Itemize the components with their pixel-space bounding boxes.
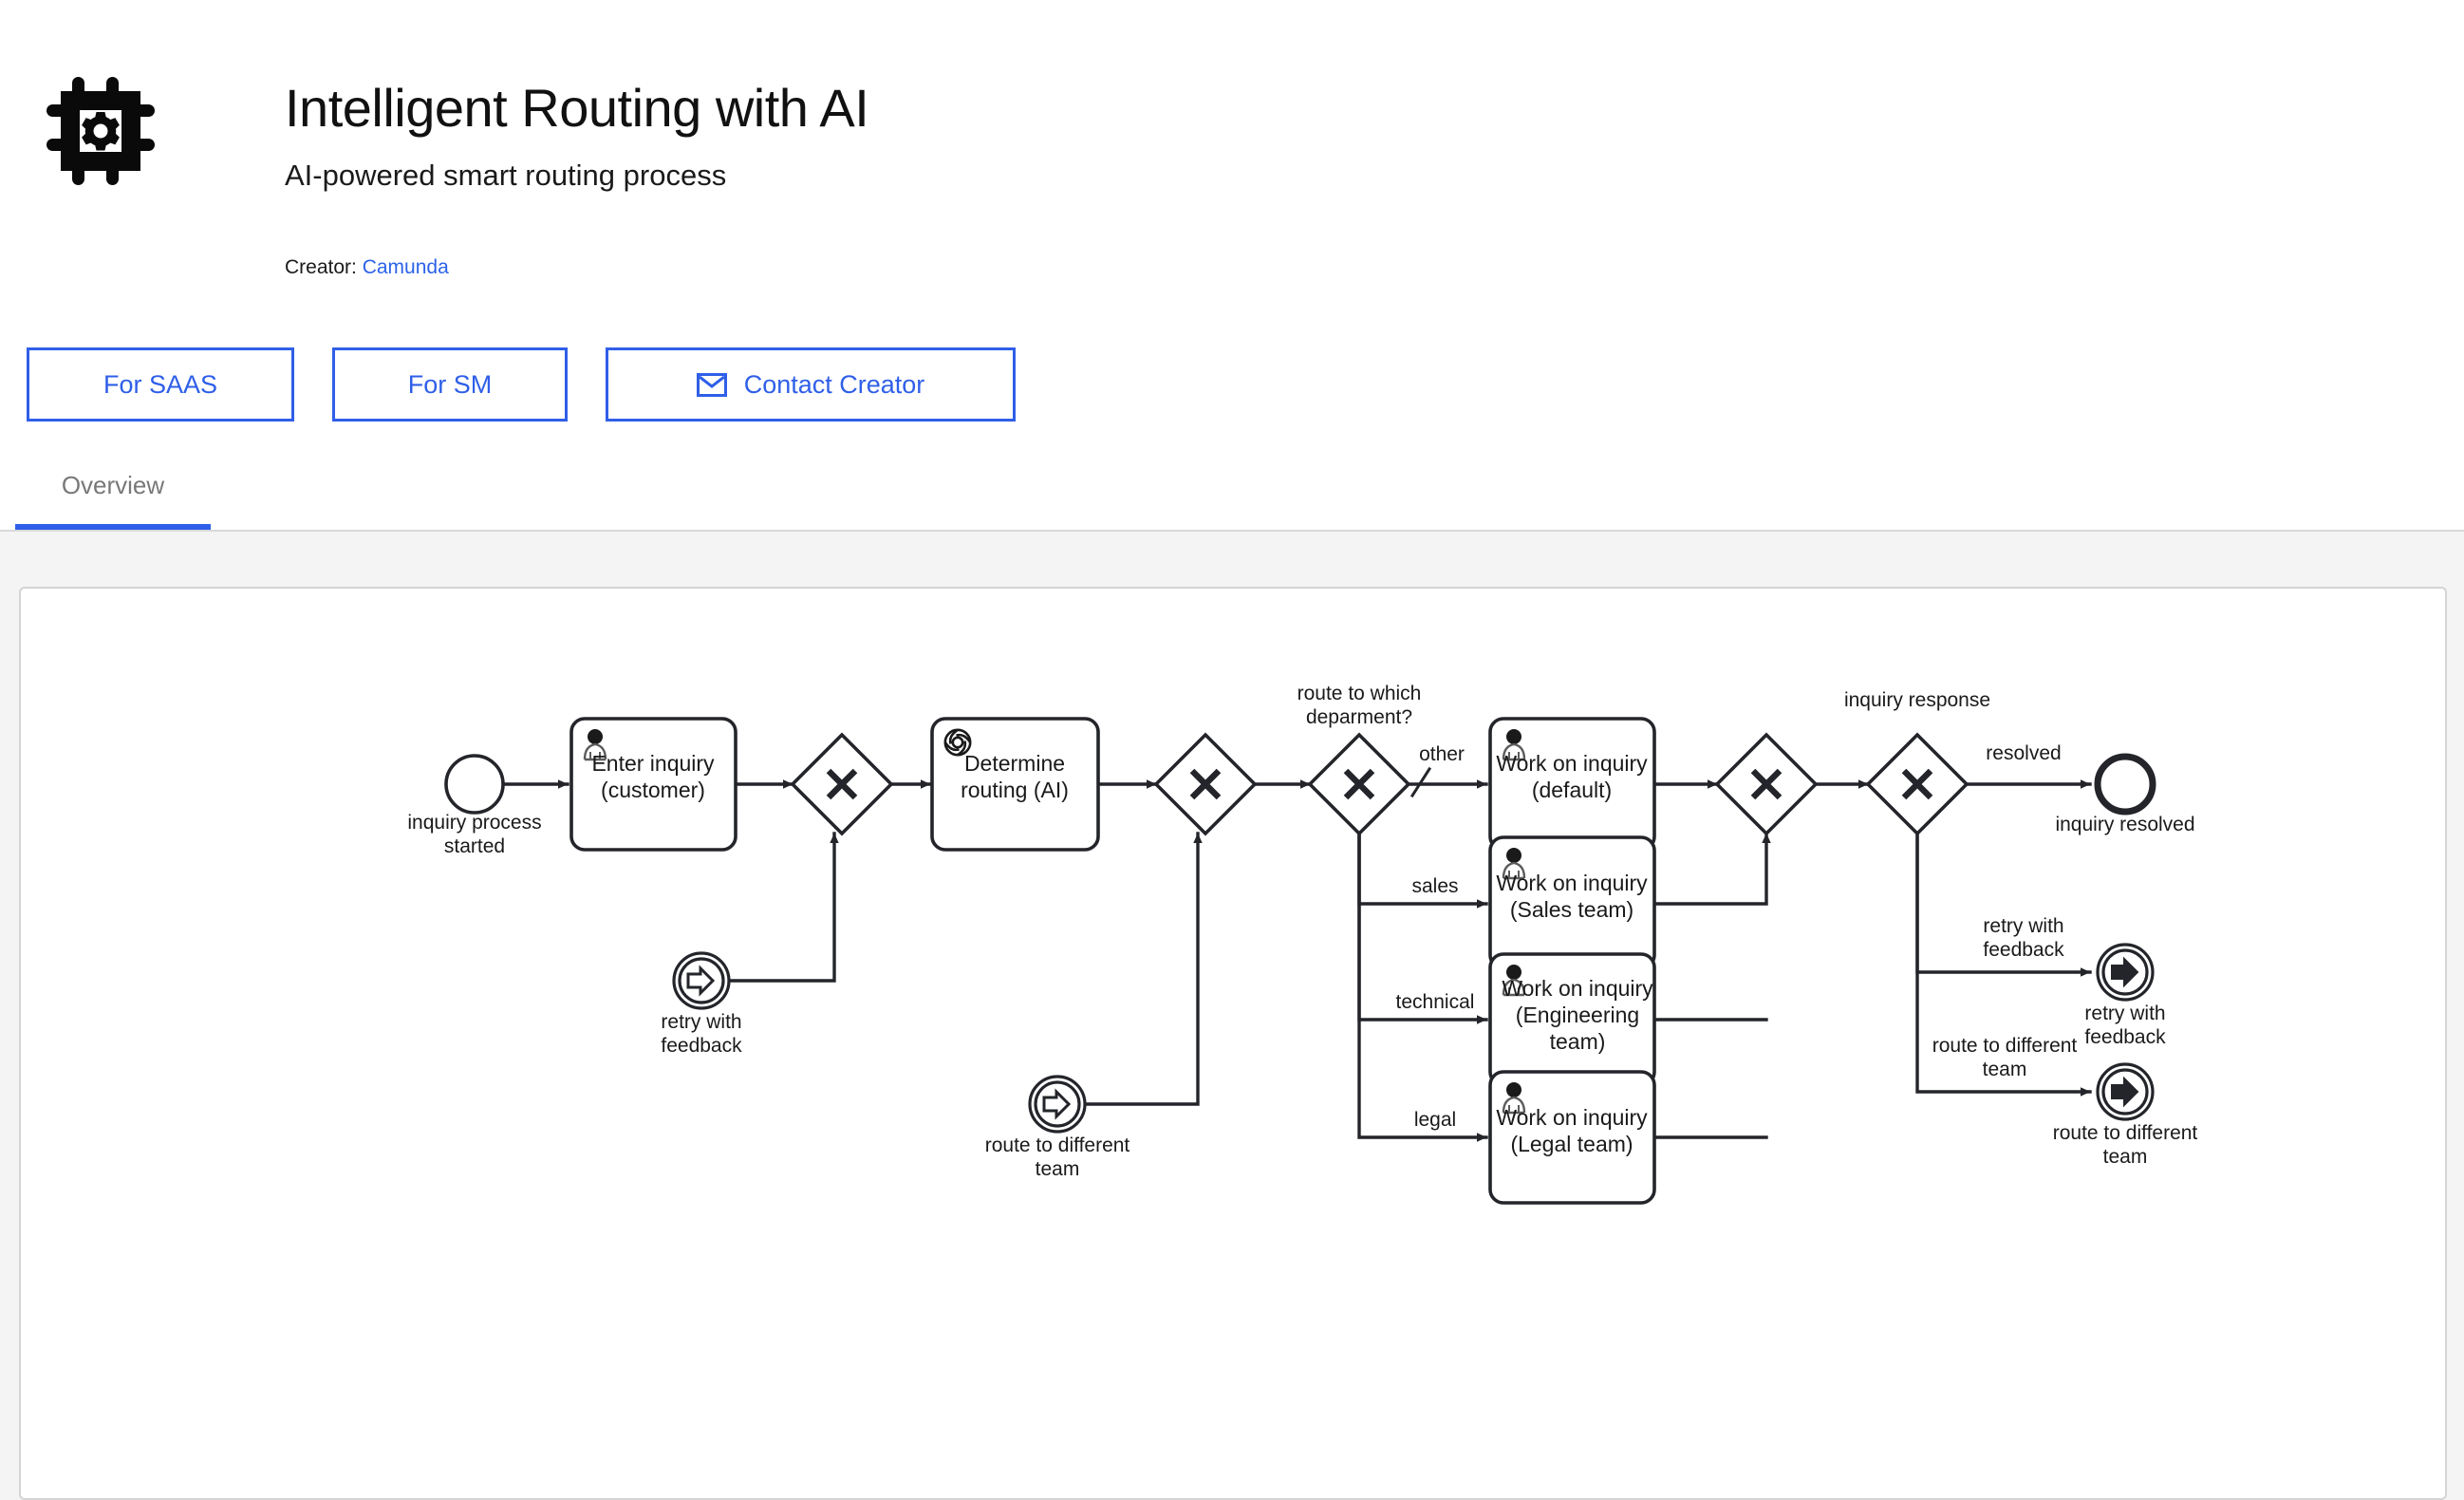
for-sm-button[interactable]: For SM <box>332 347 568 422</box>
escalation-route-left-label-line2: team <box>1036 1158 1080 1180</box>
escalation-event-route-left[interactable] <box>1028 1075 1087 1134</box>
action-button-row: For SAAS For SM Contact Creator <box>27 347 1016 422</box>
escalation-route-right-label-line1: route to different <box>2053 1122 2198 1144</box>
user-task-icon <box>1502 1082 1526 1115</box>
flow-label-legal: legal <box>1414 1109 1456 1131</box>
escalation-end-event-route-right[interactable] <box>2096 1062 2155 1121</box>
escalation-route-right-label-line2: team <box>2103 1146 2148 1168</box>
gateway-route-department[interactable] <box>1307 732 1411 836</box>
task-work-default-line2: (default) <box>1532 778 1612 802</box>
gateway-2[interactable] <box>1153 732 1258 836</box>
gateway-response-label: inquiry response <box>1844 689 1990 711</box>
mail-icon <box>696 372 727 397</box>
flow-label-other: other <box>1419 743 1465 765</box>
user-task-icon <box>1502 965 1526 997</box>
flow-label-sales: sales <box>1411 875 1458 897</box>
flow-label-route-team-2: team <box>1983 1059 2027 1080</box>
task-work-sales-line2: (Sales team) <box>1510 897 1633 922</box>
creator-line: Creator: Camunda <box>285 256 449 279</box>
task-work-engineering-line2: (Engineering <box>1516 1003 1639 1027</box>
creator-link[interactable]: Camunda <box>362 256 449 278</box>
flow-label-technical: technical <box>1396 991 1475 1013</box>
flow-label-retry-feedback-2: feedback <box>1983 939 2064 961</box>
user-task-icon <box>1502 848 1526 880</box>
gateway-route-label-line2: deparment? <box>1306 706 1412 728</box>
gateway-route-label-line1: route to which <box>1297 683 1422 704</box>
start-event[interactable] <box>444 754 505 815</box>
flow-label-retry-feedback-1: retry with <box>1983 915 2063 937</box>
contact-creator-button[interactable]: Contact Creator <box>606 347 1016 422</box>
flow-label-route-team-1: route to different <box>1932 1035 2078 1057</box>
task-enter-inquiry-line1: Enter inquiry <box>591 751 715 776</box>
task-work-engineering[interactable] <box>1488 952 1656 1087</box>
tab-bar: Overview <box>0 446 2464 532</box>
gateway-1[interactable] <box>790 732 894 836</box>
escalation-retry-right-label-line2: feedback <box>2084 1026 2166 1048</box>
contact-creator-label: Contact Creator <box>743 369 925 399</box>
escalation-retry-right-label-line1: retry with <box>2084 1003 2165 1024</box>
task-work-legal-line2: (Legal team) <box>1510 1132 1633 1156</box>
flow-gwroute-legal <box>1357 832 1488 1142</box>
task-determine-routing[interactable] <box>930 717 1100 852</box>
end-event-inquiry-resolved[interactable] <box>2094 753 2156 816</box>
flow-sales-to-join <box>1652 832 1771 906</box>
gateway-join[interactable] <box>1714 732 1819 836</box>
flow-response-route <box>1915 832 2092 1097</box>
bpmn-diagram[interactable]: inquiry process started Enter inquiry (c… <box>21 589 2445 1498</box>
for-sm-label: For SM <box>407 369 493 399</box>
escalation-end-event-retry-right[interactable] <box>2096 943 2155 1002</box>
end-event-label: inquiry resolved <box>2055 814 2194 835</box>
title-block: Intelligent Routing with AI AI-powered s… <box>285 78 869 193</box>
bpmn-diagram-card: inquiry process started Enter inquiry (c… <box>19 587 2447 1500</box>
escalation-retry-left-label-line1: retry with <box>661 1011 741 1033</box>
ai-chip-icon <box>44 74 158 188</box>
for-saas-button[interactable]: For SAAS <box>27 347 294 422</box>
task-enter-inquiry-line2: (customer) <box>601 778 705 802</box>
task-work-sales[interactable] <box>1488 835 1656 970</box>
flow-label-resolved: resolved <box>1986 742 2061 764</box>
gateway-inquiry-response[interactable] <box>1865 732 1969 836</box>
start-event-label-line1: inquiry process <box>407 812 541 834</box>
task-work-legal[interactable] <box>1488 1070 1656 1205</box>
task-work-sales-line1: Work on inquiry <box>1496 871 1648 895</box>
tab-overview[interactable]: Overview <box>15 446 211 530</box>
task-determine-routing-line2: routing (AI) <box>961 778 1069 802</box>
default-flow-marker <box>1409 766 1432 798</box>
task-work-engineering-line1: Work on inquiry <box>1502 976 1653 1001</box>
flow-routeesc-to-gw2 <box>1084 832 1203 1106</box>
page-header: Intelligent Routing with AI AI-powered s… <box>0 0 2464 532</box>
task-work-legal-line1: Work on inquiry <box>1496 1105 1648 1130</box>
page-subtitle: AI-powered smart routing process <box>285 158 727 192</box>
for-saas-label: For SAAS <box>103 369 218 399</box>
task-enter-inquiry[interactable] <box>569 717 737 852</box>
escalation-event-retry-left[interactable] <box>672 951 731 1010</box>
start-event-label-line2: started <box>444 835 505 857</box>
task-determine-routing-line1: Determine <box>964 751 1065 776</box>
user-task-icon <box>1502 729 1526 761</box>
page-title: Intelligent Routing with AI <box>285 78 869 138</box>
escalation-route-left-label-line1: route to different <box>985 1134 1130 1156</box>
creator-label: Creator: <box>285 256 357 278</box>
openai-icon <box>943 728 972 757</box>
tab-overview-label: Overview <box>61 470 165 499</box>
task-work-default-line1: Work on inquiry <box>1496 751 1648 776</box>
flow-retryesc-to-gw1 <box>728 832 839 983</box>
user-task-icon <box>583 729 607 761</box>
escalation-retry-left-label-line2: feedback <box>661 1035 742 1057</box>
task-work-engineering-line3: team) <box>1550 1029 1606 1054</box>
